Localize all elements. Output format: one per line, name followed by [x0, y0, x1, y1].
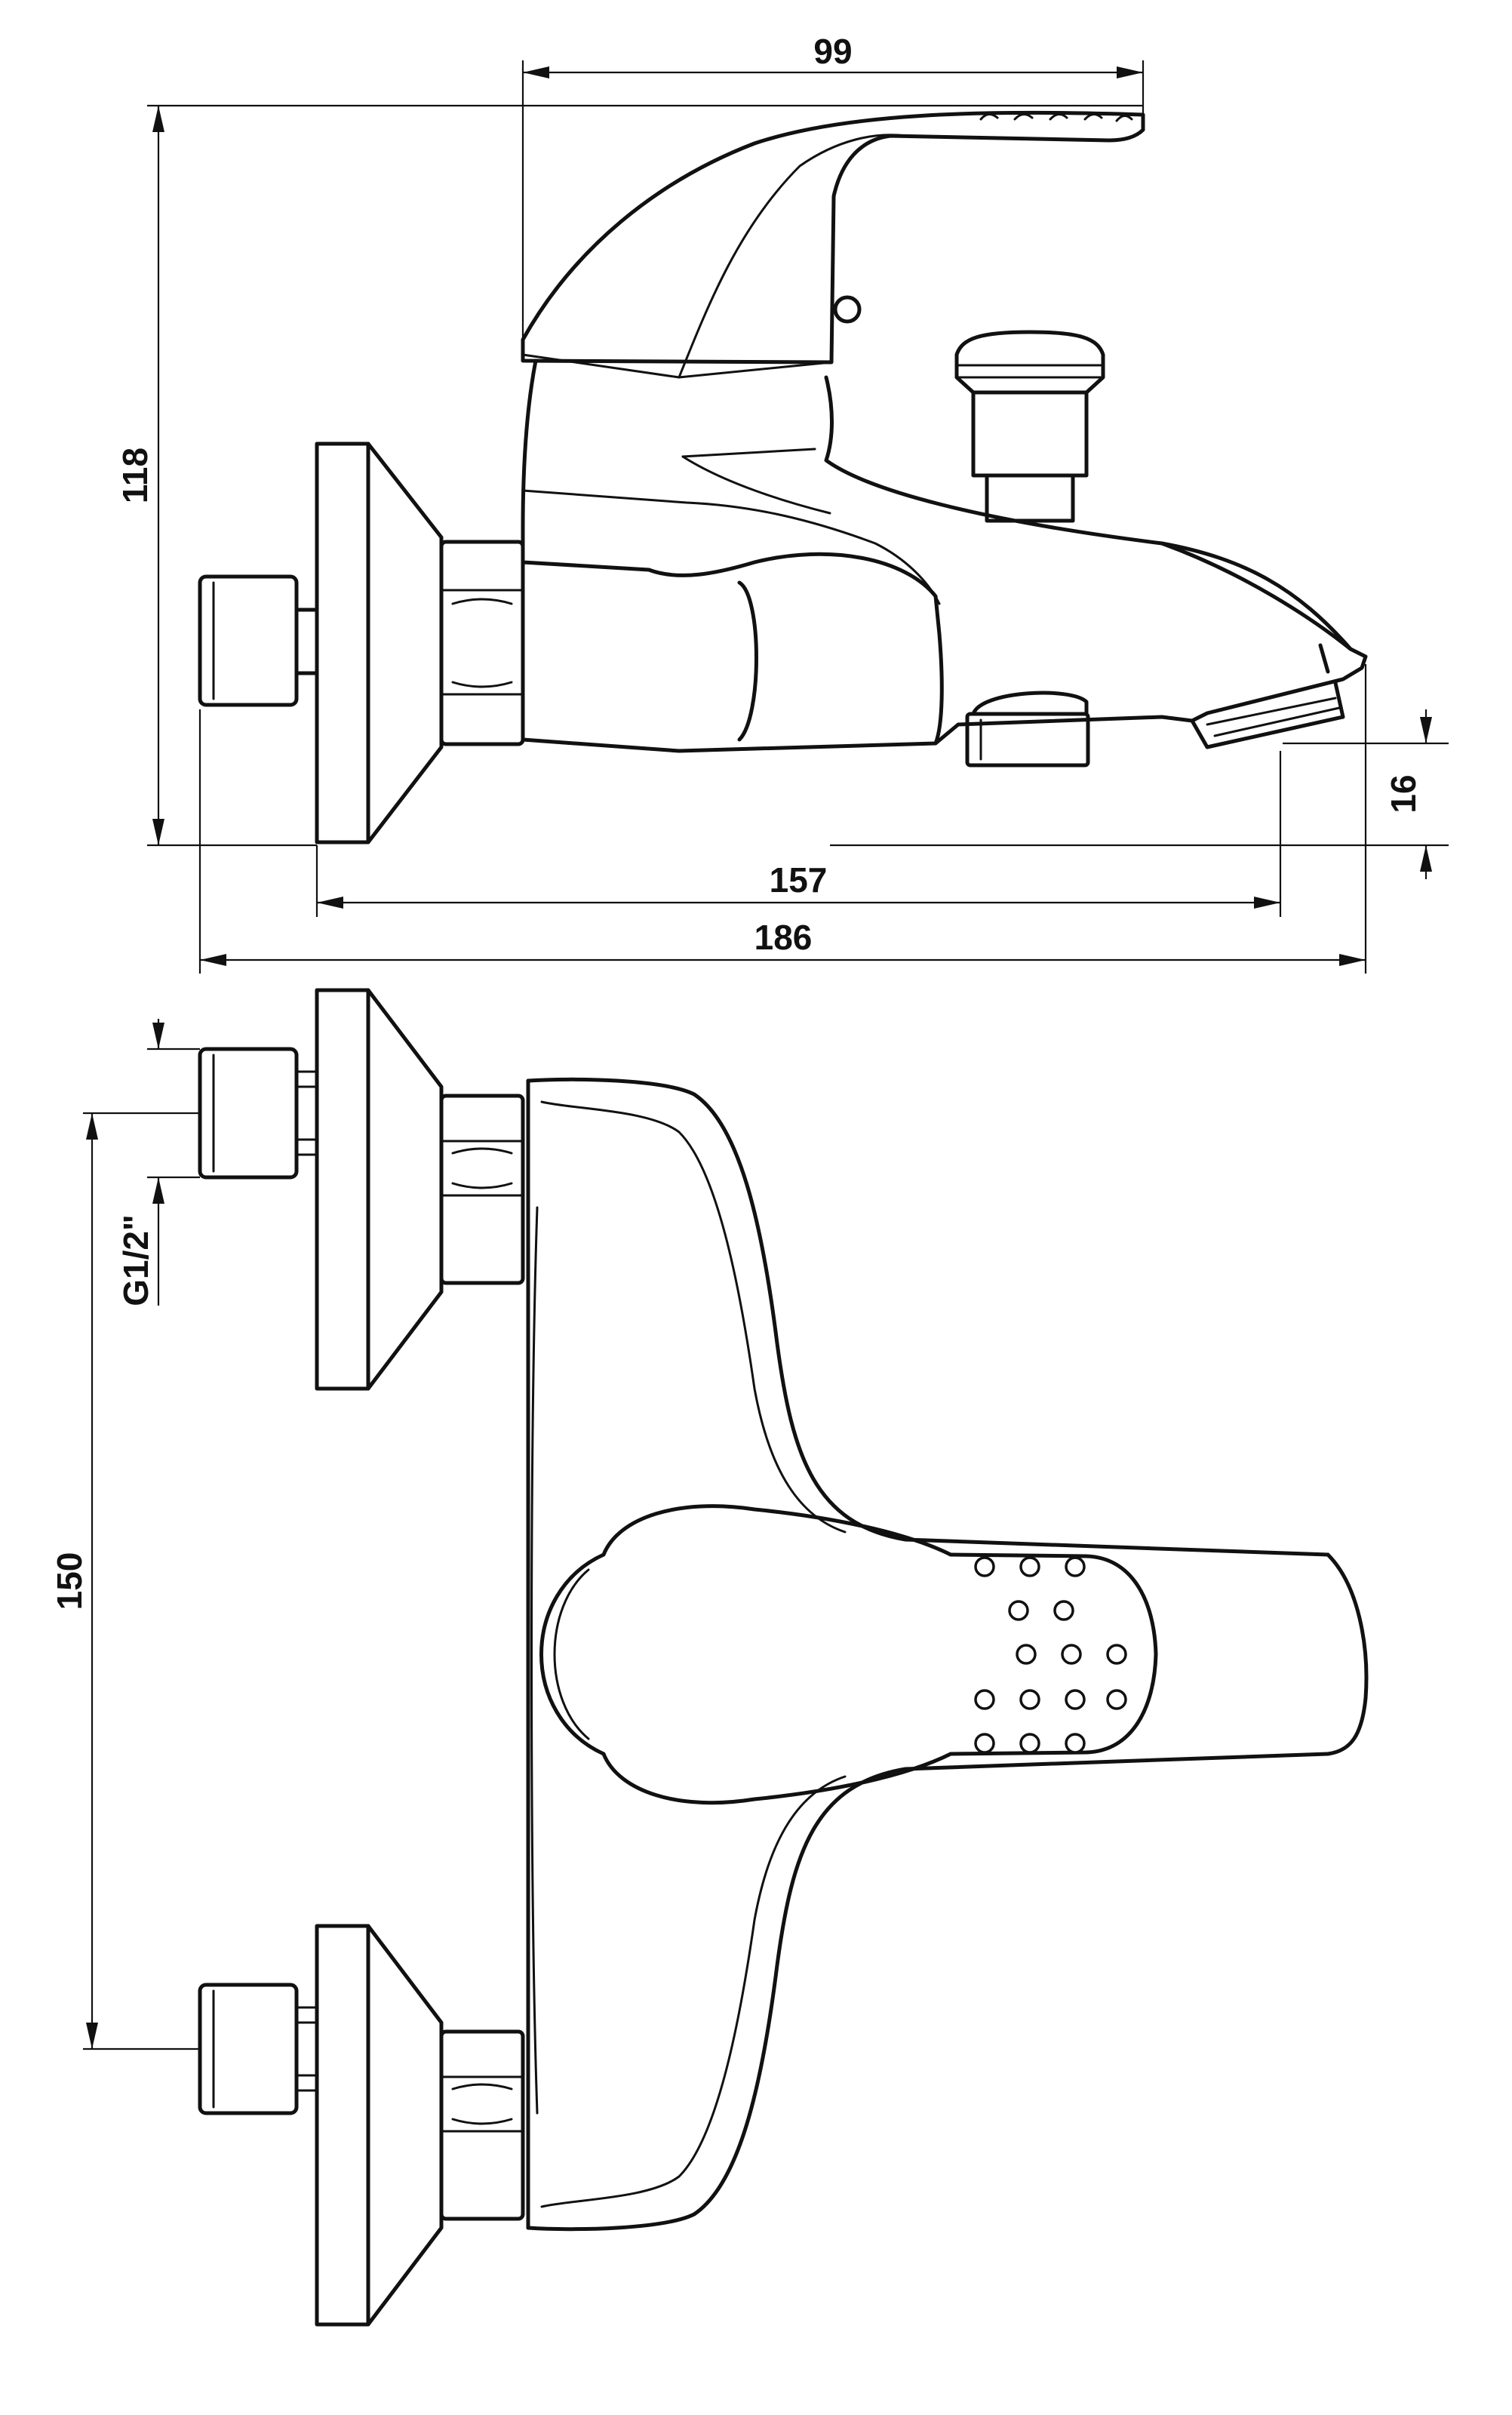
top-lever-holes — [974, 1556, 1127, 1754]
dimension-label-118: 118 — [115, 448, 155, 503]
dimension-wall-to-spout: 157 — [315, 751, 1282, 917]
side-diverter-knob — [954, 330, 1105, 523]
side-mixer-body — [521, 358, 1353, 753]
top-upper-hex-nut — [439, 1094, 525, 1285]
dimension-label-16: 16 — [1384, 774, 1423, 813]
dimension-total-height: 118 — [115, 104, 1143, 847]
dimension-handle-length: 99 — [521, 32, 1145, 343]
side-spout — [1160, 541, 1368, 749]
top-lever-handle — [539, 1504, 1369, 1805]
side-wall-escutcheon — [315, 441, 444, 844]
dimension-label-99: 99 — [813, 32, 852, 71]
dimension-label-157: 157 — [770, 860, 828, 900]
dimension-inlet-spacing: 150 — [50, 1112, 200, 2050]
top-view — [198, 988, 1369, 2327]
side-inlet-connector — [198, 574, 319, 707]
side-shower-outlet — [965, 691, 1090, 768]
top-lower-inlet — [198, 1983, 318, 2115]
side-hex-nut — [439, 540, 525, 746]
top-mixer-body — [526, 1077, 1330, 2232]
top-upper-escutcheon — [315, 988, 444, 1391]
top-lower-hex-nut — [439, 2029, 525, 2221]
top-upper-inlet — [198, 1047, 318, 1180]
dimension-label-thread: G1/2" — [116, 1214, 155, 1306]
dimension-label-186: 186 — [754, 918, 813, 957]
dimension-thread-size: G1/2" — [116, 1019, 200, 1306]
top-lower-escutcheon — [315, 1924, 444, 2327]
side-view — [198, 110, 1368, 844]
dimension-label-150: 150 — [50, 1552, 89, 1611]
dimension-overall-length: 186 — [198, 664, 1367, 974]
side-lever-handle — [521, 110, 1145, 379]
dimension-spout-height: 16 — [830, 709, 1449, 879]
